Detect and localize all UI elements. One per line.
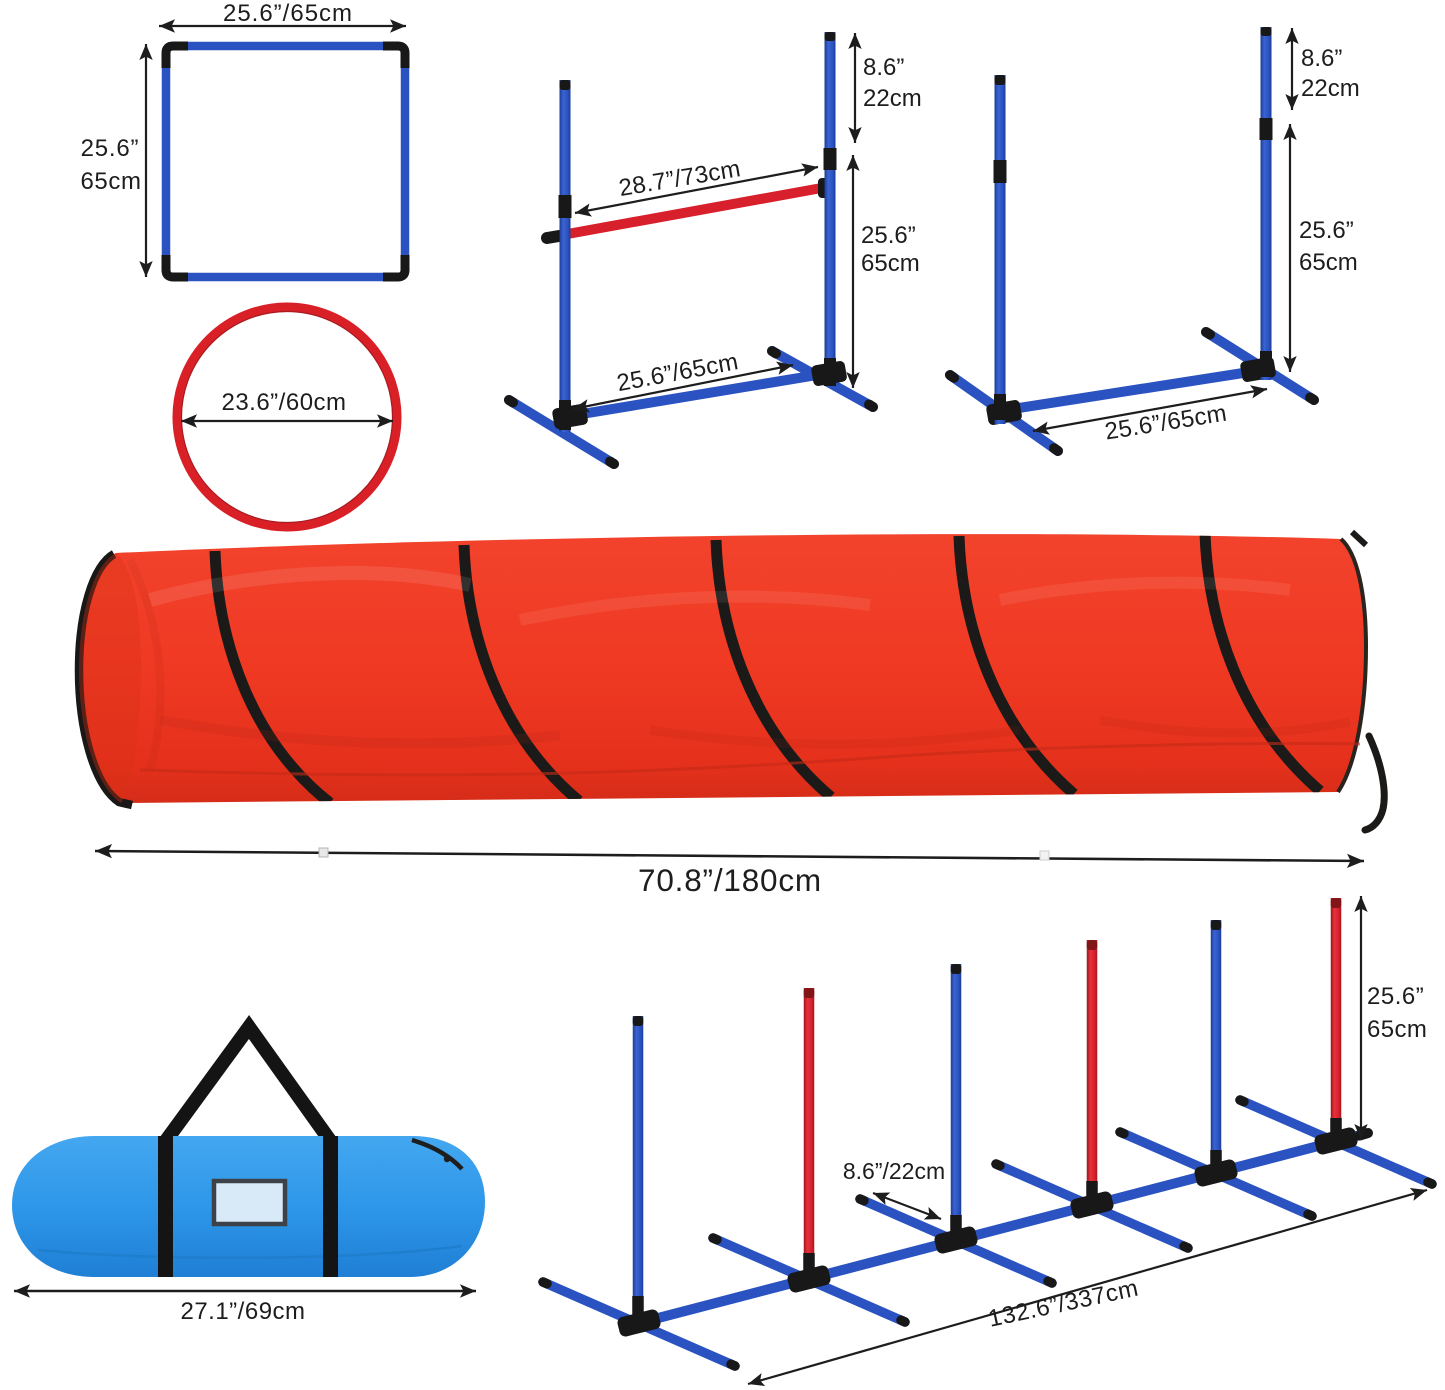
- svg-text:22cm: 22cm: [1301, 75, 1360, 102]
- svg-text:65cm: 65cm: [861, 250, 920, 277]
- svg-text:8.6”: 8.6”: [863, 54, 904, 81]
- svg-text:25.6”: 25.6”: [1367, 983, 1424, 1010]
- svg-text:23.6”/60cm: 23.6”/60cm: [221, 389, 346, 416]
- svg-text:65cm: 65cm: [1367, 1016, 1427, 1043]
- svg-text:22cm: 22cm: [863, 85, 922, 112]
- svg-text:8.6”: 8.6”: [1301, 45, 1342, 72]
- svg-text:65cm: 65cm: [80, 168, 141, 195]
- svg-text:25.6”: 25.6”: [81, 135, 140, 162]
- svg-text:25.6”: 25.6”: [1299, 217, 1354, 244]
- svg-text:25.6”/65cm: 25.6”/65cm: [223, 0, 353, 27]
- svg-text:28.7”/73cm: 28.7”/73cm: [617, 155, 743, 202]
- svg-text:65cm: 65cm: [1299, 249, 1358, 276]
- svg-text:25.6”: 25.6”: [861, 222, 916, 249]
- svg-text:8.6”/22cm: 8.6”/22cm: [843, 1158, 945, 1184]
- svg-text:70.8”/180cm: 70.8”/180cm: [638, 862, 822, 898]
- svg-text:132.6”/337cm: 132.6”/337cm: [986, 1275, 1141, 1333]
- svg-text:27.1”/69cm: 27.1”/69cm: [180, 1298, 305, 1325]
